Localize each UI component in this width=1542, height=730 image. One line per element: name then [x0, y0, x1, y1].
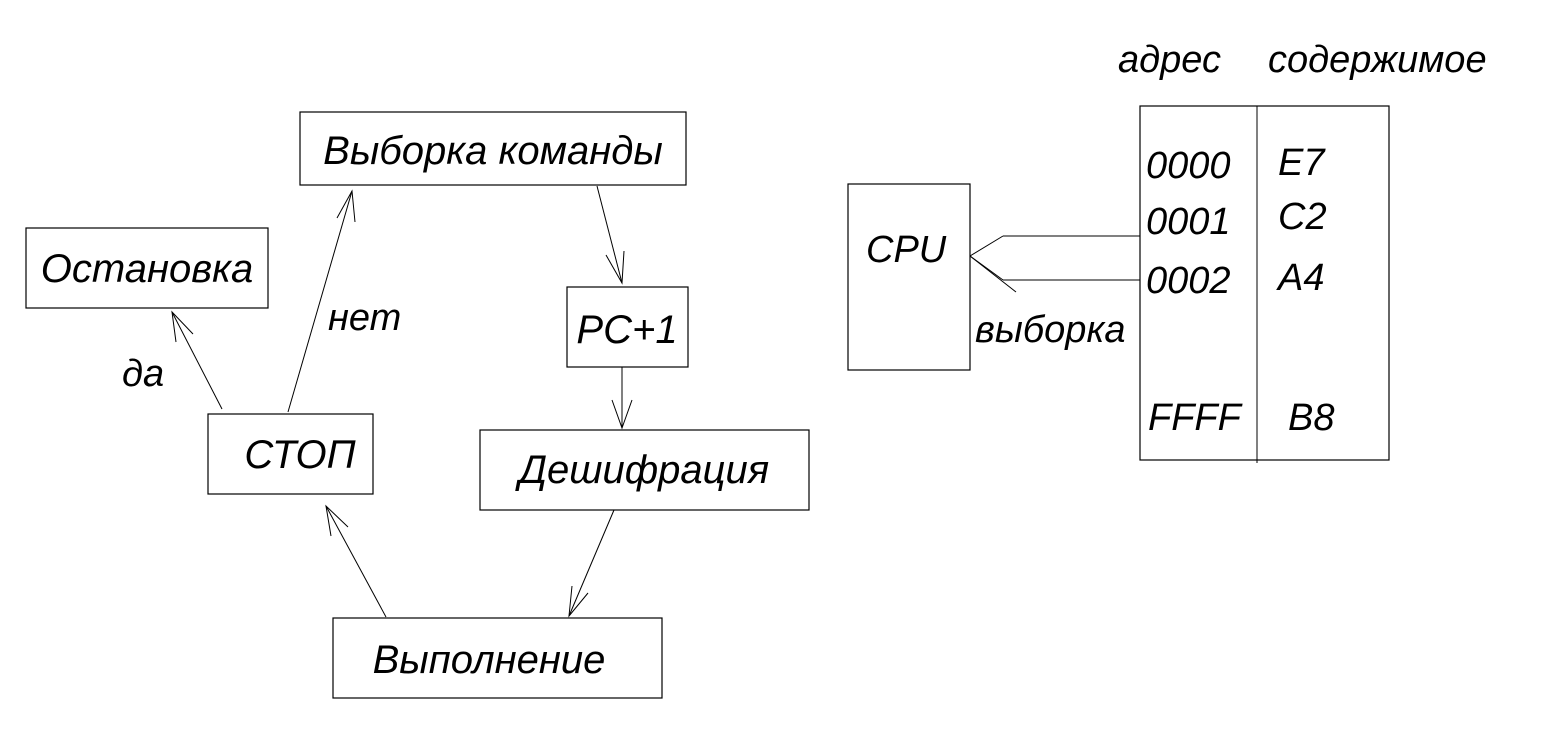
box-execute: Выполнение	[332, 617, 663, 699]
box-stop-check-label: СТОП	[244, 433, 356, 477]
box-pc-increment: PC+1	[566, 286, 689, 368]
cpu-box: CPU	[847, 183, 971, 371]
label-yes: да	[122, 353, 164, 395]
label-fetch: выборка	[975, 309, 1126, 351]
box-decode: Дешифрация	[479, 429, 810, 511]
box-fetch-label: Выборка команды	[323, 129, 663, 173]
arrow-memory-to-cpu-bottom	[969, 255, 1140, 293]
box-stop-check: СТОП	[207, 413, 374, 495]
box-pc-increment-label: PC+1	[576, 308, 677, 352]
arrow-fetch-to-pc	[596, 185, 625, 285]
box-execute-label: Выполнение	[373, 638, 606, 682]
box-halt: Остановка	[25, 227, 269, 309]
cpu-label: CPU	[866, 229, 947, 271]
memory-address-3: FFFF	[1148, 397, 1243, 439]
memory-content-0: E7	[1278, 142, 1326, 184]
memory-content-3: B8	[1288, 397, 1334, 439]
memory-address-0: 0000	[1146, 145, 1231, 187]
box-decode-label: Дешифрация	[515, 448, 769, 492]
memory-content-2: A4	[1276, 257, 1324, 299]
arrow-decode-to-execute	[568, 509, 615, 618]
label-no: нет	[328, 297, 401, 339]
memory-content-1: C2	[1278, 196, 1327, 238]
memory-header-content: содержимое	[1268, 39, 1487, 81]
arrow-stop-to-fetch	[287, 189, 356, 413]
box-fetch: Выборка команды	[299, 111, 687, 186]
arrow-stop-to-halt	[171, 310, 223, 410]
memory-header-address: адрес	[1118, 39, 1221, 81]
arrow-execute-to-stop	[325, 504, 387, 618]
arrow-memory-to-cpu-top	[969, 235, 1140, 257]
memory-address-2: 0002	[1146, 260, 1231, 302]
box-halt-label: Остановка	[41, 247, 254, 291]
memory-address-1: 0001	[1146, 201, 1231, 243]
memory-table: 0000 E7 0001 C2 0002 A4 FFFF B8	[1139, 105, 1390, 463]
arrow-pc-to-decode	[611, 367, 633, 430]
